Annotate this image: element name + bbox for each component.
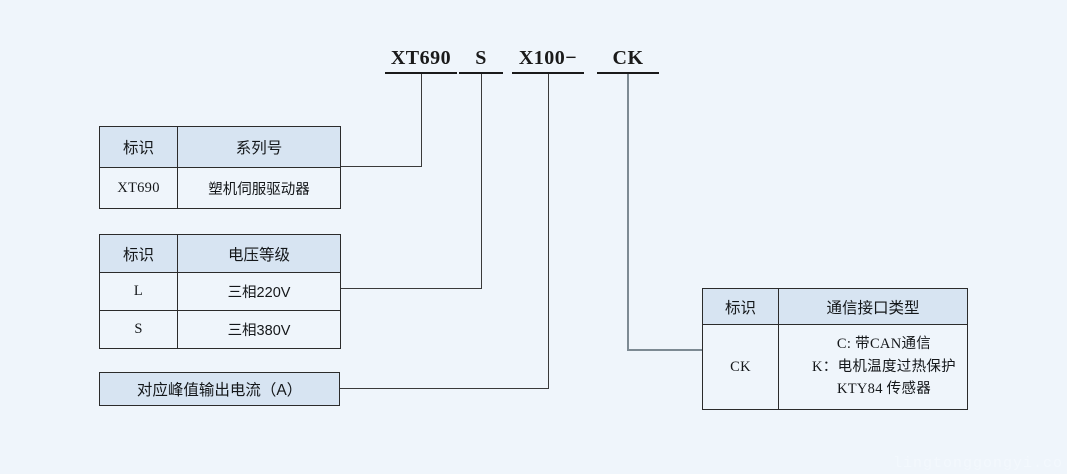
voltage-table-cell-desc-s: 三相380V: [177, 310, 341, 349]
comm-desc-line-c: C: 带CAN通信: [836, 336, 932, 353]
table-header-row: 标识 系列号: [99, 126, 341, 168]
table-header-row: 标识 电压等级: [99, 234, 341, 273]
series-table-cell-code: XT690: [99, 167, 178, 209]
comm-table-cell-code: CK: [702, 324, 779, 410]
table-row: CK C: 带CAN通信 K：电机温度过热保护 KTY84 传感器: [702, 324, 968, 410]
voltage-table-cell-desc-l: 三相220V: [177, 272, 341, 311]
comm-code: CK: [597, 47, 659, 74]
leader-line-voltage-horizontal: [339, 288, 482, 289]
leader-line-current-vertical: [548, 74, 549, 389]
series-code: XT690: [385, 47, 457, 74]
leader-line-series-horizontal: [339, 166, 422, 167]
series-table-cell-desc: 塑机伺服驱动器: [177, 167, 341, 209]
voltage-table-cell-code-s: S: [99, 310, 178, 349]
leader-line-current-horizontal: [339, 388, 549, 389]
watermark: lingtonggongyi.co: [892, 455, 1063, 472]
leader-line-voltage-vertical: [481, 74, 482, 289]
leader-line-comm-horizontal: [627, 349, 703, 351]
comm-desc-line-sensor: KTY84 传感器: [836, 381, 932, 398]
table-header-row: 标识 通信接口类型: [702, 288, 968, 325]
table-row: L 三相220V: [99, 272, 341, 311]
comm-table: 标识 通信接口类型 CK C: 带CAN通信 K：电机温度过热保护 KTY84 …: [702, 288, 968, 410]
table-row: S 三相380V: [99, 310, 341, 349]
voltage-table-header-name: 电压等级: [177, 234, 341, 273]
table-row: XT690 塑机伺服驱动器: [99, 167, 341, 209]
comm-table-header-code: 标识: [702, 288, 779, 325]
current-rating-label: 对应峰值输出电流（A）: [136, 382, 303, 399]
series-table-header-name: 系列号: [177, 126, 341, 168]
current-rating-box: 对应峰值输出电流（A）: [99, 372, 340, 406]
voltage-table-header-code: 标识: [99, 234, 178, 273]
voltage-table: 标识 电压等级 L 三相220V S 三相380V: [99, 234, 341, 349]
current-code: X100−: [512, 47, 584, 74]
leader-line-series-vertical: [421, 74, 422, 167]
voltage-table-cell-code-l: L: [99, 272, 178, 311]
comm-table-cell-desc: C: 带CAN通信 K：电机温度过热保护 KTY84 传感器: [778, 324, 968, 410]
series-table: 标识 系列号 XT690 塑机伺服驱动器: [99, 126, 341, 209]
comm-desc-line-k: K：电机温度过热保护: [812, 358, 956, 375]
voltage-code: S: [459, 47, 503, 74]
series-table-header-code: 标识: [99, 126, 178, 168]
comm-table-header-type: 通信接口类型: [778, 288, 968, 325]
leader-line-comm-vertical: [627, 74, 629, 350]
